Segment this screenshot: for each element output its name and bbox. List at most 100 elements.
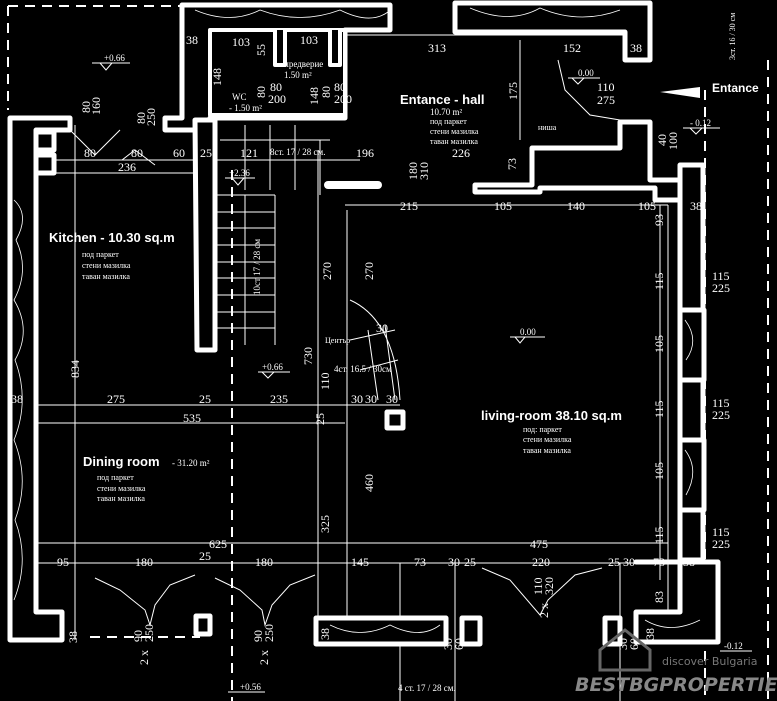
drawing-label: 80 — [134, 112, 148, 124]
drawing-label: 115 — [652, 400, 666, 418]
drawing-label: 105 — [494, 199, 512, 213]
drawing-label: 93 — [652, 214, 666, 226]
drawing-label: таван мазилка — [82, 272, 130, 281]
drawing-label: 30 — [386, 392, 398, 406]
drawing-label: +0.66 — [262, 362, 283, 372]
drawing-label: 310 — [417, 162, 431, 180]
level-markers — [92, 62, 752, 693]
drawing-label: 115 — [652, 272, 666, 290]
drawing-label: 110 — [597, 80, 615, 94]
drawing-label: 275 — [597, 93, 615, 107]
drawing-line — [214, 574, 316, 627]
drawing-label: 834 — [68, 360, 82, 378]
drawing-line — [215, 194, 276, 345]
drawing-label: 38 — [643, 628, 657, 640]
drawing-label: 55 — [254, 44, 268, 56]
drawing-label: 103 — [300, 33, 318, 47]
wall-top-right — [452, 0, 653, 63]
drawing-label: под паркет — [97, 473, 134, 482]
drawing-label: 60 — [452, 638, 466, 650]
drawing-label: 30 — [351, 392, 363, 406]
drawing-label: 73 — [414, 555, 426, 569]
drawing-label: 250 — [144, 108, 158, 126]
drawing-label: 180 — [255, 555, 273, 569]
drawing-label: 105 — [652, 335, 666, 353]
drawing-line — [349, 299, 401, 401]
drawing-label: 225 — [712, 281, 730, 295]
drawing-label: 2 x — [537, 603, 551, 618]
drawing-label: 145 — [351, 555, 369, 569]
axis-lines — [7, 5, 769, 701]
dimension-labels: 103 103 313 152 38 38 55 148 148 80 200 … — [11, 33, 730, 665]
drawing-label: 90 — [131, 630, 145, 642]
drawing-label: 73 — [505, 158, 519, 170]
drawing-line — [194, 7, 621, 19]
drawing-label: таван мазилка — [430, 137, 478, 146]
drawing-label: - 0.12 — [690, 118, 711, 128]
drawing-label: под паркет — [430, 117, 467, 126]
drawing-label: 103 — [232, 35, 250, 49]
drawing-label: 25 — [200, 146, 212, 160]
drawing-line — [69, 129, 156, 166]
drawing-label: 8ст. 17 / 28 см. — [270, 147, 325, 157]
drawing-label: 225 — [712, 537, 730, 551]
level-labels: +0.66 +0.66 +2.36 0.00 0.00 - 0.12 +0.56… — [104, 53, 743, 692]
drawing-label: 25 — [199, 549, 211, 563]
drawing-line — [328, 30, 342, 67]
drawing-line — [329, 319, 701, 633]
drawing-label: 121 — [240, 146, 258, 160]
drawing-label: 80 — [254, 86, 268, 98]
drawing-label: living-room 38.10 sq.m — [481, 408, 622, 423]
drawing-label: 200 — [268, 92, 286, 106]
drawing-label: 25 — [608, 555, 620, 569]
drawing-label: 25 — [199, 392, 211, 406]
drawing-label: 10ст 17 / 28 см — [252, 239, 262, 295]
drawing-label: 226 — [452, 146, 470, 160]
column — [193, 613, 213, 637]
drawing-label: 105 — [638, 199, 656, 213]
drawing-label: 2 x — [257, 650, 271, 665]
entrance-arrow-icon — [660, 87, 700, 98]
wall-left — [7, 115, 73, 643]
drawing-label: 105 — [652, 462, 666, 480]
drawing-label: 40 — [655, 134, 669, 146]
drawing-label: 2 x — [137, 650, 151, 665]
drawing-label: 100 — [666, 132, 680, 150]
stair-labels: 8ст. 17 / 28 см. 10ст 17 / 28 см 4ст. 16… — [252, 13, 737, 693]
drawing-label: 110 — [318, 372, 332, 390]
drawing-label: 225 — [712, 408, 730, 422]
drawing-label: Entance - hall — [400, 92, 485, 107]
drawing-line — [220, 125, 330, 195]
drawing-line — [557, 59, 621, 121]
drawing-label: 148 — [210, 68, 224, 86]
drawing-label: 320 — [542, 577, 556, 595]
drawing-label: 160 — [89, 97, 103, 115]
drawing-label: 73 — [653, 555, 665, 569]
drawing-label: 30 — [623, 555, 635, 569]
wall-bottom — [313, 615, 449, 647]
staircase[interactable] — [215, 125, 401, 401]
drawing-label: 38 — [11, 392, 23, 406]
drawing-label: 80 — [79, 101, 93, 113]
drawing-label: 115 — [712, 396, 730, 410]
drawing-label: 30 — [616, 638, 630, 650]
drawing-label: 152 — [563, 41, 581, 55]
drawing-label: 30 — [376, 321, 388, 335]
drawing-line — [13, 199, 24, 601]
drawing-label: 115 — [712, 525, 730, 539]
column — [33, 152, 57, 176]
drawing-label: стени мазилка — [82, 261, 131, 270]
drawing-label: 25 — [464, 555, 476, 569]
drawing-label: предверие — [284, 59, 323, 69]
drawing-line — [598, 628, 652, 672]
pier — [677, 307, 707, 383]
drawing-label: 115 — [712, 269, 730, 283]
drawing-label: 115 — [652, 526, 666, 544]
drawing-label: 535 — [183, 411, 201, 425]
drawing-label: 220 — [532, 555, 550, 569]
drawing-label: 270 — [320, 262, 334, 280]
drawing-label: 235 — [270, 392, 288, 406]
drawing-label: 110 — [531, 577, 545, 595]
drawing-label: стени мазилка — [430, 127, 479, 136]
